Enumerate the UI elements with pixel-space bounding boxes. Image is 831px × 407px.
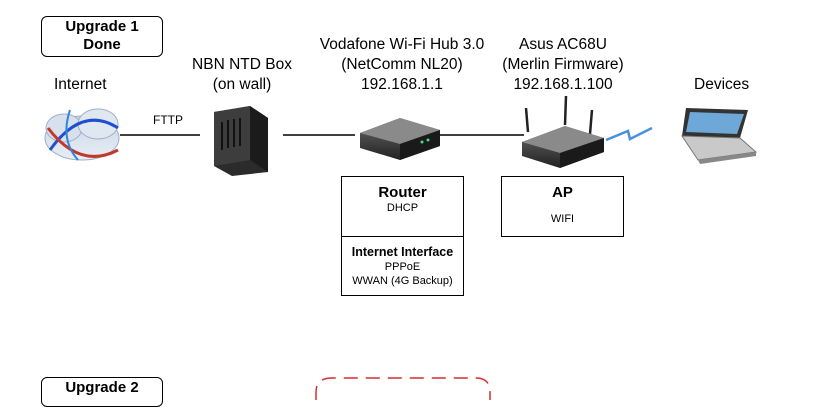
router-title: Router (378, 184, 427, 201)
ntd-label-line2: (on wall) (212, 76, 272, 93)
ntd-label-line1: NBN NTD Box (192, 56, 292, 73)
ntd-label: NBN NTD Box (on wall) (182, 55, 302, 95)
vodafone-label-line2: (NetComm NL20) (341, 56, 463, 73)
upgrade-2-badge: Upgrade 2 (41, 377, 163, 407)
router-box: Router DHCP (341, 176, 464, 237)
ap-title: AP (552, 184, 573, 201)
asus-label: Asus AC68U (Merlin Firmware) 192.168.1.1… (488, 35, 638, 95)
asus-label-line2: (Merlin Firmware) (502, 56, 624, 73)
upgrade-2-label: Upgrade 2 (65, 379, 139, 396)
internet-label: Internet (54, 76, 107, 93)
ap-sub: WIFI (550, 213, 575, 225)
internet-interface-title: Internet Interface (351, 245, 454, 259)
asus-label-line1: Asus AC68U (519, 36, 607, 53)
router-sub: DHCP (386, 202, 419, 214)
ap-box: AP WIFI (501, 176, 624, 237)
laptop-icon (681, 108, 758, 164)
upgrade-1-line1: Upgrade 1 (65, 18, 139, 35)
devices-label: Devices (694, 76, 750, 93)
vodafone-label: Vodafone Wi-Fi Hub 3.0 (NetComm NL20) 19… (302, 35, 502, 95)
upgrade-1-line2: Done (83, 36, 121, 53)
wireless-link (605, 126, 653, 142)
vodafone-router-icon (360, 118, 440, 160)
asus-label-line3: 192.168.1.100 (513, 76, 613, 93)
internet-interface-box: Internet Interface PPPoE WWAN (4G Backup… (341, 236, 464, 296)
vodafone-label-line3: 192.168.1.1 (361, 76, 443, 93)
internet-cloud-icon (44, 108, 120, 161)
asus-router-icon (522, 95, 604, 168)
dashed-group-outline (315, 377, 491, 400)
fttp-link-label: FTTP (153, 113, 183, 127)
internet-interface-line2: WWAN (4G Backup) (352, 275, 453, 287)
vodafone-label-line1: Vodafone Wi-Fi Hub 3.0 (319, 36, 485, 53)
ntd-box-icon (214, 106, 268, 176)
internet-interface-line1: PPPoE (384, 261, 421, 273)
upgrade-1-badge: Upgrade 1 Done (41, 16, 163, 57)
